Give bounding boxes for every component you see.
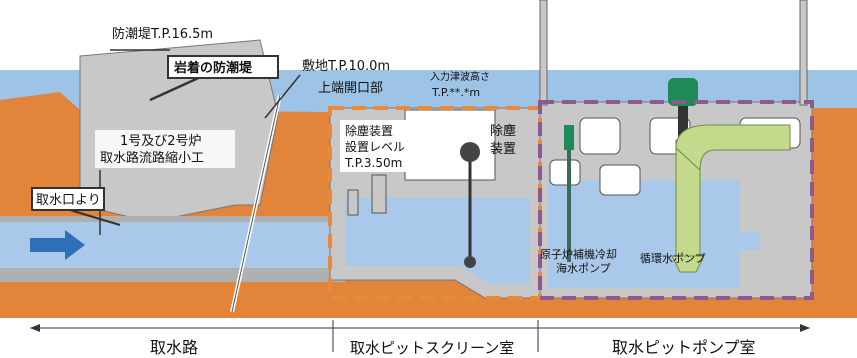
narrowing-label-1: 1号及び2号炉 bbox=[120, 134, 202, 149]
rock-seawall-label: 岩着の防潮堤 bbox=[173, 60, 253, 76]
pump-room-boundary bbox=[538, 100, 814, 300]
leader-site-level bbox=[264, 74, 301, 119]
section-pump-room: 取水ピットポンプ室 bbox=[612, 338, 756, 357]
dust-remover-1: 除塵 bbox=[490, 124, 516, 139]
cooling-water-pump bbox=[564, 125, 574, 262]
screen-room-column-a bbox=[371, 174, 387, 214]
dust-remover-level-bg bbox=[340, 120, 406, 172]
pump-room-window-1 bbox=[579, 117, 621, 155]
circulating-water-pump bbox=[668, 78, 791, 273]
seawall-label: 防潮堤T.P.16.5m bbox=[112, 26, 213, 42]
tsunami-height-label-1: 入力津波高さ bbox=[430, 70, 490, 83]
pump-room-post-right bbox=[799, 0, 808, 106]
pump-room-post-left bbox=[539, 0, 548, 106]
section-arrow-right bbox=[800, 324, 810, 332]
screen-room-column-b bbox=[347, 189, 359, 216]
dust-remover-level-3: T.P.3.50m bbox=[344, 156, 402, 170]
section-cut-line-edge bbox=[231, 94, 281, 313]
intake-channel-top bbox=[0, 216, 345, 222]
section-arrow-left bbox=[30, 324, 40, 332]
flow-arrow-icon bbox=[30, 230, 85, 260]
pump-room-water bbox=[548, 180, 760, 288]
narrowing-label-bg bbox=[95, 130, 235, 168]
dust-remover-level-1: 除塵装置 bbox=[345, 123, 393, 138]
intake-channel-bottom bbox=[0, 268, 345, 282]
pump-room-window-4 bbox=[549, 159, 581, 186]
dust-remover-2: 装置 bbox=[490, 142, 516, 157]
circ-pump-label: 循環水ポンプ bbox=[640, 252, 706, 265]
rock-seawall-box bbox=[167, 55, 279, 79]
section-intake-channel: 取水路 bbox=[150, 338, 198, 357]
narrowing-label-2: 取水路流路縮小工 bbox=[100, 150, 204, 166]
screen-room-building bbox=[404, 109, 496, 181]
tsunami-height-label-2: T.P.**.*m bbox=[431, 86, 480, 99]
dust-remover-level-2: 設置レベル bbox=[345, 139, 405, 154]
cooling-pump-label-1: 原子炉補機冷却 bbox=[540, 247, 617, 261]
cooling-pump-label-2: 海水ポンプ bbox=[556, 261, 611, 275]
leader-from-intake bbox=[69, 209, 121, 226]
leader-rock-seawall bbox=[149, 73, 206, 102]
top-opening-label: 上端開口部 bbox=[318, 81, 383, 96]
section-screen-room: 取水ピットスクリーン室 bbox=[350, 339, 514, 357]
dust-remover-screen bbox=[460, 142, 480, 268]
from-intake-label: 取水口より bbox=[36, 193, 101, 208]
screen-room-water bbox=[345, 198, 530, 284]
from-intake-box bbox=[31, 187, 105, 211]
site-level-label: 敷地T.P.10.0m bbox=[302, 59, 390, 74]
pump-room-window-5 bbox=[599, 164, 641, 196]
